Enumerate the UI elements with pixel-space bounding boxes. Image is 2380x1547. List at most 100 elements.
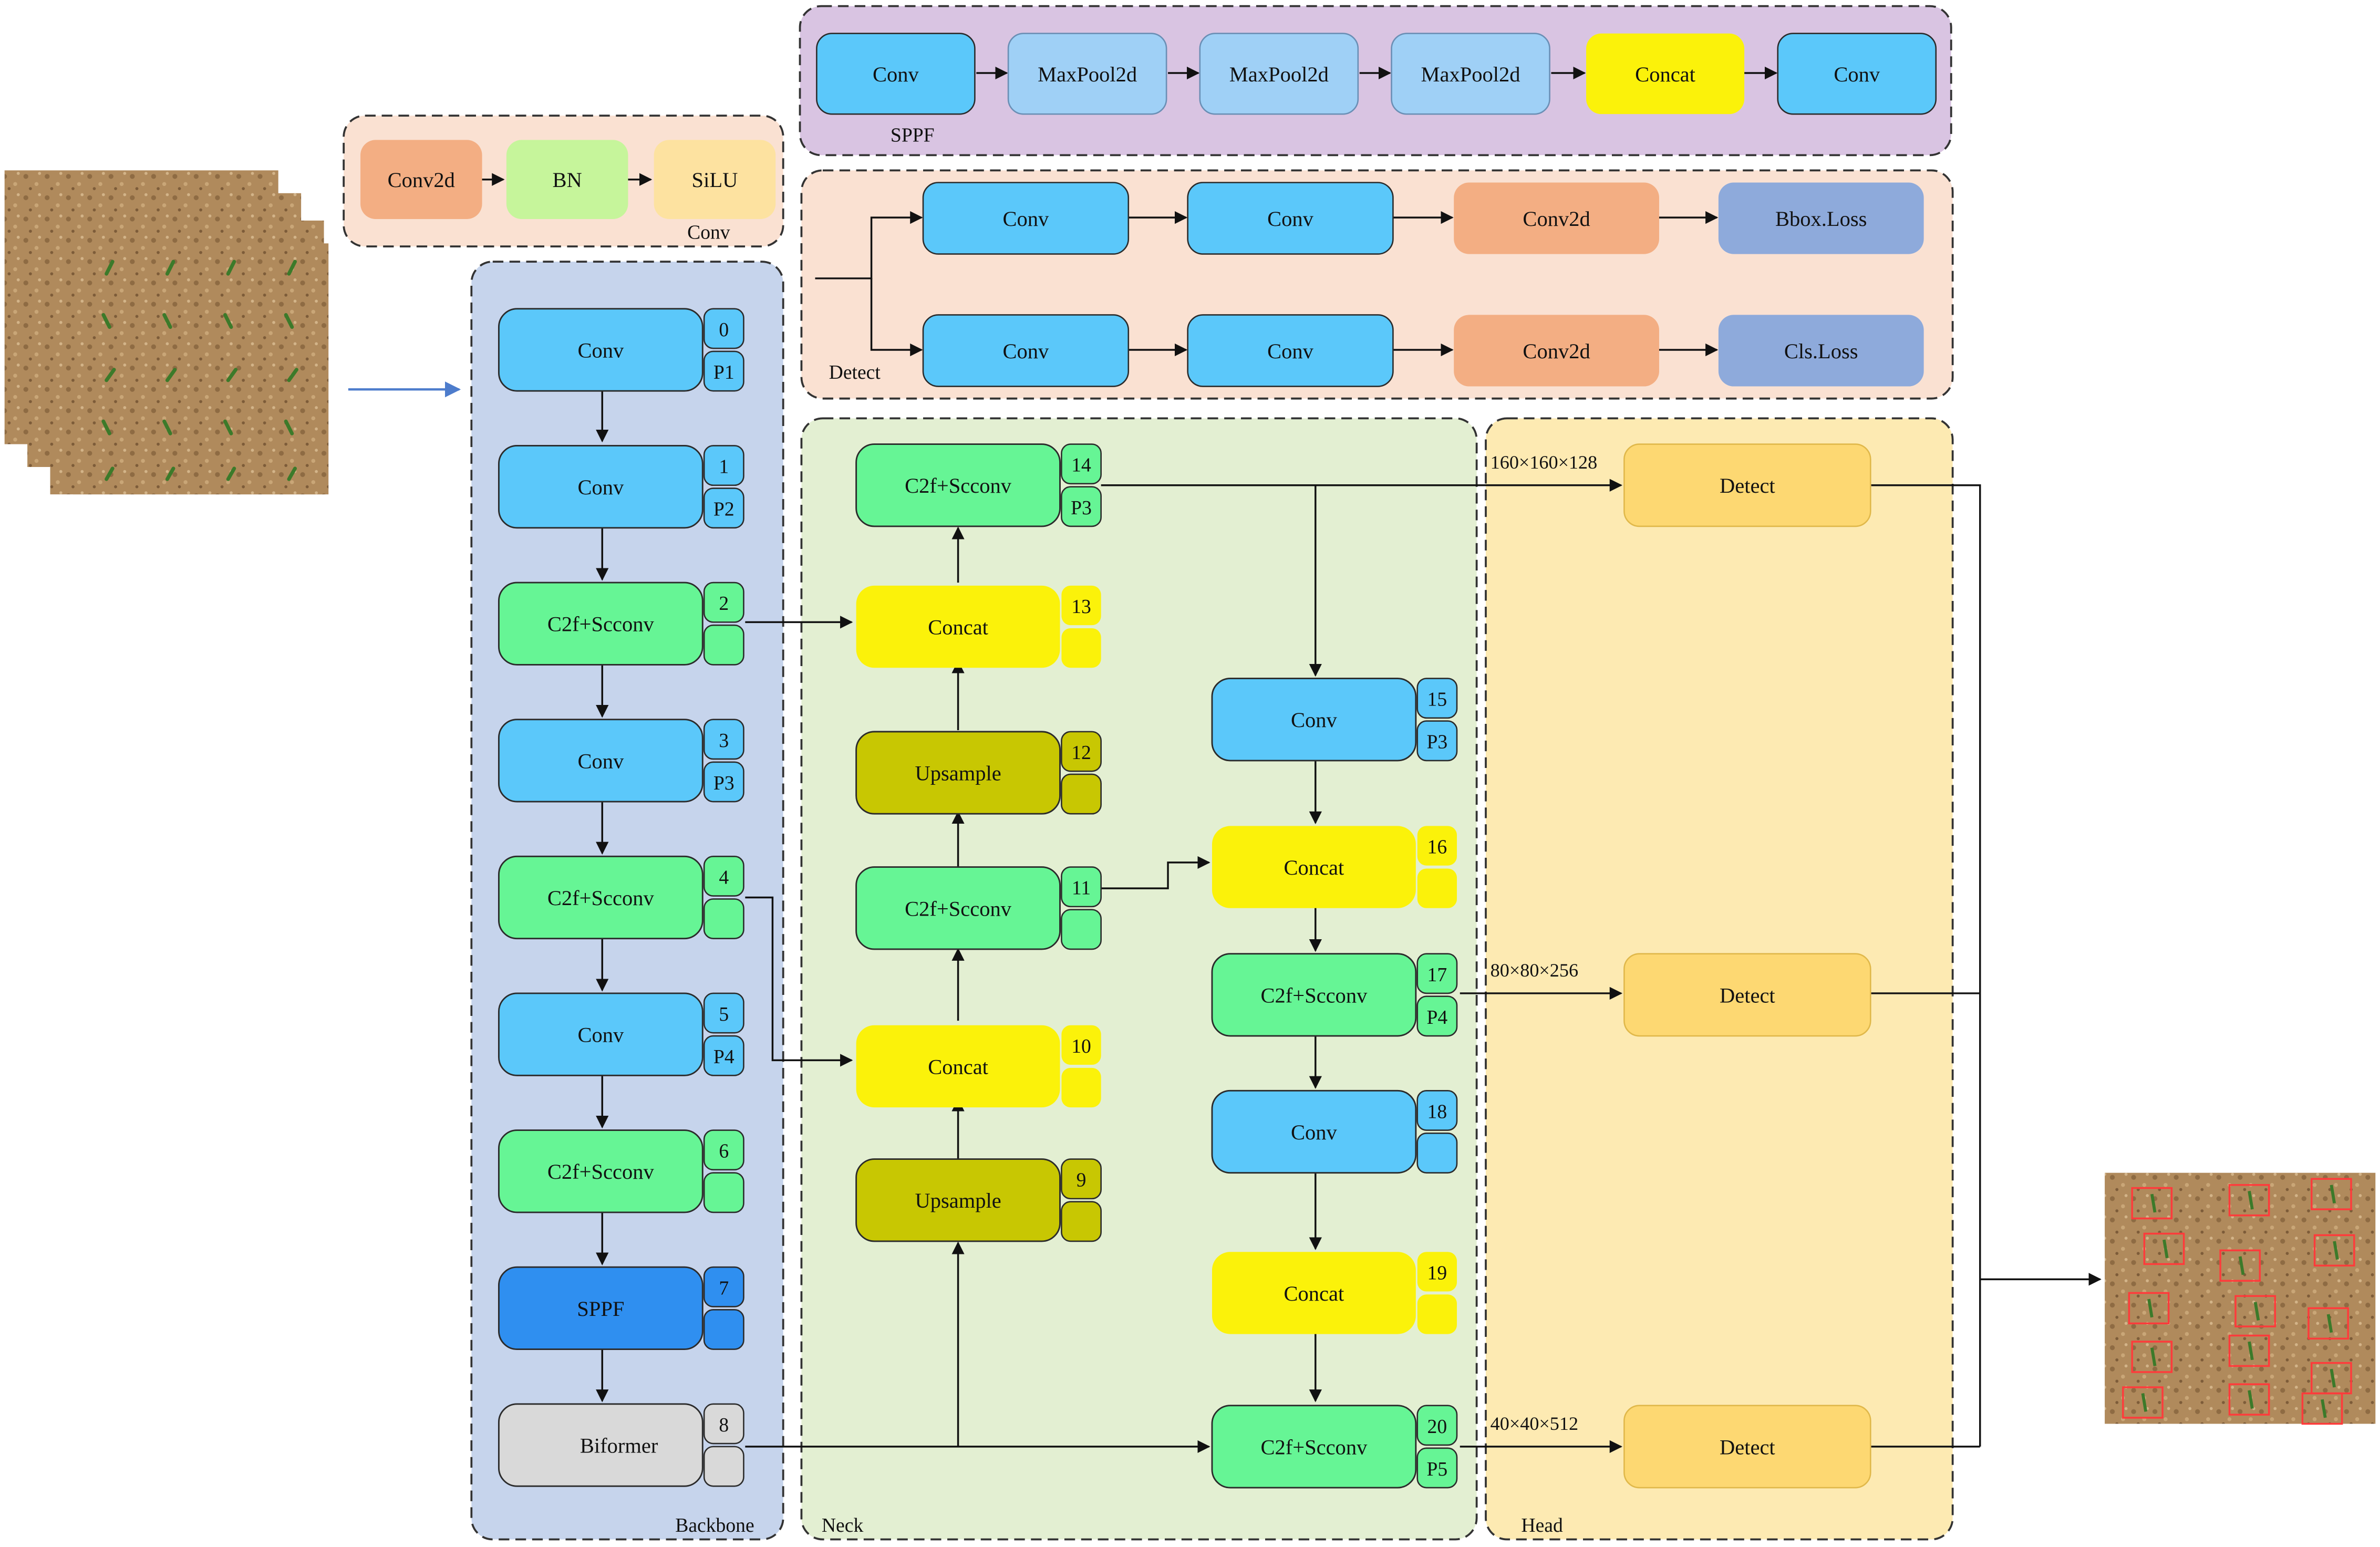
sppf-block-5: Concat bbox=[1586, 33, 1745, 115]
detect-row2-block-4: Cls.Loss bbox=[1718, 315, 1924, 387]
backbone-layer-6-shape bbox=[498, 1129, 703, 1213]
detect-row2-block-3-label: Conv2d bbox=[1523, 339, 1590, 363]
neck-layer-15-shape bbox=[1211, 678, 1417, 762]
neck-layer-11-index: 11 bbox=[1072, 877, 1091, 899]
neck-layer-14-label: C2f+Scconv bbox=[905, 474, 1012, 497]
detect-row1-block-1: Conv bbox=[922, 182, 1130, 255]
neck-layer-18-scale-tag bbox=[1416, 1133, 1458, 1174]
arrow-detect-split-2 bbox=[870, 278, 923, 357]
sppf-block-2-label: MaxPool2d bbox=[1038, 63, 1137, 86]
head-dims-2: 80×80×256 bbox=[1491, 960, 1578, 981]
seedling-rows bbox=[101, 259, 298, 481]
detect-row1-block-3-shape bbox=[1454, 182, 1659, 254]
neck-layer-10-label: Concat bbox=[928, 1055, 988, 1078]
detect-row2-block-1-shape bbox=[922, 314, 1130, 387]
neck-layer-16-shape bbox=[1212, 826, 1416, 908]
arrow-n11-n16 bbox=[1101, 856, 1210, 889]
neck-layer-13-label: Concat bbox=[928, 616, 988, 639]
detection-box bbox=[2228, 1383, 2270, 1416]
neck-layer-12-shape bbox=[855, 731, 1061, 815]
conv-block-1: Conv2d bbox=[360, 140, 482, 219]
neck-layer-20-index: 20 bbox=[1427, 1416, 1447, 1438]
sppf-block-6-label: Conv bbox=[1834, 63, 1880, 86]
head-dims-1: 160×160×128 bbox=[1491, 452, 1598, 473]
detect-row1-block-1-label: Conv bbox=[1002, 207, 1049, 231]
neck-layer-20-label: C2f+Scconv bbox=[1260, 1435, 1368, 1459]
neck-layer-19-scale-tag bbox=[1417, 1294, 1457, 1334]
neck-layer-18-label: Conv bbox=[1291, 1120, 1338, 1144]
backbone-layer-0-label: Conv bbox=[577, 338, 624, 362]
sppf-block-1-shape bbox=[816, 33, 976, 115]
backbone-layer-0-index-tag bbox=[703, 308, 744, 349]
sppf-block-3-label: MaxPool2d bbox=[1229, 63, 1329, 86]
backbone-layer-8-scale-tag bbox=[703, 1446, 744, 1487]
neck-layer-15-label: Conv bbox=[1291, 708, 1338, 732]
neck-layer-9-shape bbox=[855, 1158, 1061, 1242]
neck-layer-17-index: 17 bbox=[1427, 964, 1447, 986]
conv-block-3-label: SiLU bbox=[692, 168, 738, 192]
neck-layer-11-shape bbox=[855, 866, 1061, 950]
detect-row2-block-2: Conv bbox=[1187, 314, 1394, 387]
conv-block-2: BN bbox=[506, 140, 628, 219]
neck-layer-20-scale: P5 bbox=[1426, 1458, 1447, 1480]
seedling bbox=[2238, 1256, 2245, 1275]
seedling bbox=[2150, 1193, 2157, 1213]
neck-layer-19-index: 19 bbox=[1427, 1262, 1447, 1284]
backbone-layer-2-scale-tag bbox=[703, 624, 744, 666]
backbone-layer-8-label: Biformer bbox=[580, 1434, 658, 1457]
detection-box bbox=[2131, 1187, 2173, 1220]
detection-box bbox=[2234, 1295, 2276, 1327]
backbone-layer-0-scale: P1 bbox=[713, 361, 734, 383]
sppf-block-5-label: Concat bbox=[1635, 63, 1695, 86]
backbone-layer-6-index-tag bbox=[703, 1129, 744, 1171]
seedling bbox=[2141, 1393, 2148, 1412]
neck-panel-label: Neck bbox=[822, 1514, 864, 1536]
backbone-layer-1-label: Conv bbox=[577, 475, 624, 499]
output-image bbox=[2105, 1172, 2376, 1425]
backbone-layer-2-label: C2f+Scconv bbox=[547, 612, 655, 636]
backbone-layer-4-label: C2f+Scconv bbox=[547, 886, 655, 910]
head-dims: 160×160×128 80×80×256 40×40×512 bbox=[1491, 452, 1598, 1434]
neck-layer-15-index-tag bbox=[1416, 678, 1458, 719]
detect-row2-block-1-label: Conv bbox=[1002, 339, 1049, 363]
backbone-layer-7-index: 7 bbox=[719, 1277, 729, 1299]
head-detect-2-label: Detect bbox=[1720, 983, 1775, 1007]
head-dims-3: 40×40×512 bbox=[1491, 1413, 1578, 1434]
detection-box bbox=[2128, 1292, 2170, 1325]
head-detect-1-shape bbox=[1623, 443, 1871, 527]
neck-layer-12-label: Upsample bbox=[915, 762, 1001, 785]
detect-row2-block-1: Conv bbox=[922, 314, 1130, 387]
sppf-block-6-shape bbox=[1777, 33, 1937, 115]
backbone-layer-5-label: Conv bbox=[577, 1023, 624, 1047]
neck-layer-20-index-tag bbox=[1416, 1405, 1458, 1446]
neck-layer-18-shape bbox=[1211, 1089, 1417, 1174]
detect-row2-block-4-shape bbox=[1718, 315, 1924, 387]
detection-box bbox=[2122, 1386, 2164, 1419]
sppf-block-4-label: MaxPool2d bbox=[1421, 63, 1520, 86]
backbone-layer-2-index-tag bbox=[703, 582, 744, 623]
detection-box bbox=[2228, 1334, 2270, 1367]
sppf-panel-label: SPPF bbox=[891, 124, 935, 146]
neck-layer-20-shape bbox=[1211, 1405, 1417, 1489]
neck-layer-12-scale-tag bbox=[1061, 773, 1102, 815]
neck-layer-17-scale: P4 bbox=[1426, 1006, 1447, 1029]
detection-box bbox=[2307, 1307, 2349, 1340]
seedling bbox=[2253, 1302, 2260, 1321]
sppf-block-3: MaxPool2d bbox=[1199, 33, 1359, 115]
detection-box bbox=[2228, 1184, 2270, 1217]
line-head1-merge bbox=[1870, 484, 1981, 1447]
backbone-layer-6-index: 6 bbox=[719, 1140, 729, 1162]
seedling bbox=[2248, 1390, 2254, 1409]
seedling bbox=[2321, 1399, 2327, 1418]
backbone-layer-6-scale-tag bbox=[703, 1172, 744, 1213]
seedling bbox=[2248, 1341, 2254, 1361]
seedling bbox=[2147, 1299, 2154, 1318]
seedling bbox=[2150, 1347, 2157, 1366]
